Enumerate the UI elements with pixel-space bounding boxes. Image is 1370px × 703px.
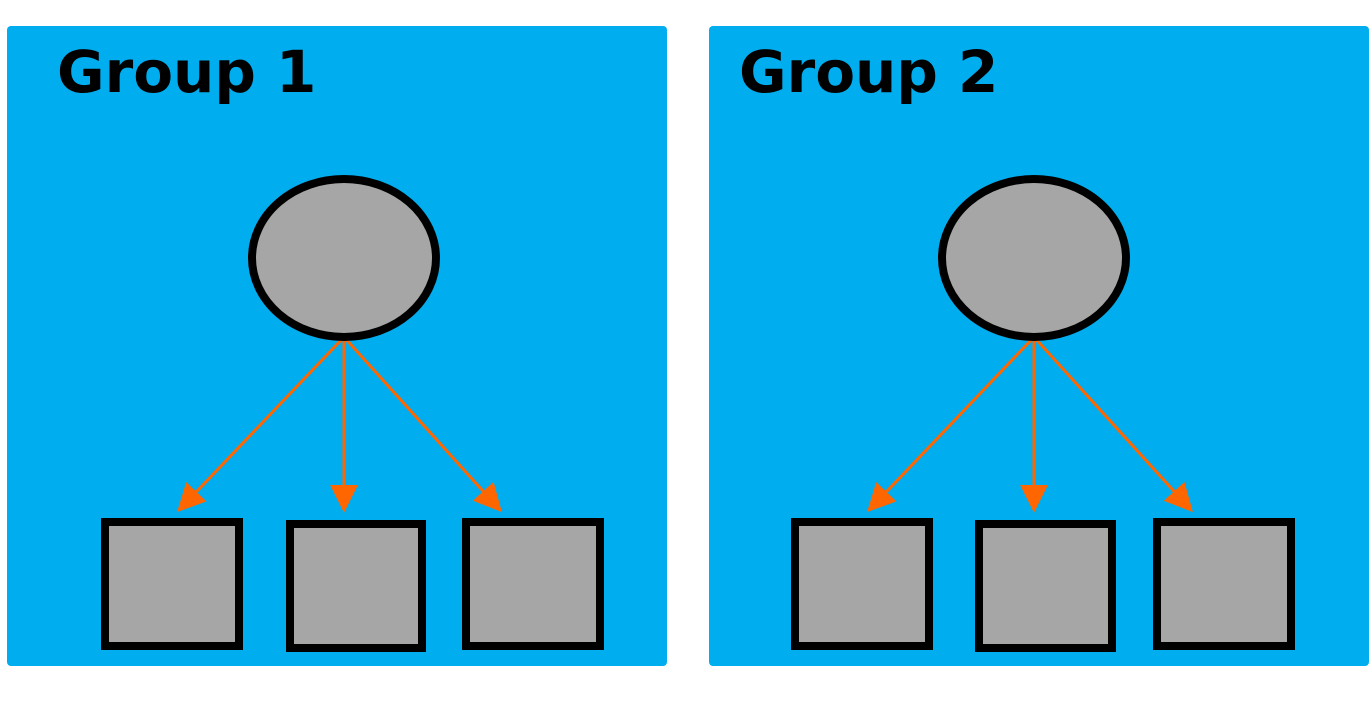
group-1-arrow-1 xyxy=(177,335,346,513)
group-1-title: Group 1 xyxy=(57,38,317,106)
group-1-arrow-3 xyxy=(342,335,502,513)
group-1-diagram xyxy=(7,26,667,666)
group-1-latent-ellipse xyxy=(248,175,440,341)
group-2-title: Group 2 xyxy=(739,38,999,106)
group-1-indicator-square-2 xyxy=(286,520,426,652)
group-2-panel: Group 2 xyxy=(709,26,1369,666)
group-2-diagram xyxy=(709,26,1369,666)
group-2-indicator-square-3 xyxy=(1153,518,1295,650)
group-2-indicator-square-2 xyxy=(975,520,1116,652)
group-1-panel: Group 1 xyxy=(7,26,667,666)
group-2-latent-ellipse xyxy=(938,175,1130,341)
group-2-arrow-3 xyxy=(1032,335,1193,513)
group-2-indicator-square-1 xyxy=(791,518,933,650)
group-1-indicator-square-3 xyxy=(462,518,604,650)
group-2-arrow-1 xyxy=(867,335,1036,513)
group-1-indicator-square-1 xyxy=(101,518,243,650)
